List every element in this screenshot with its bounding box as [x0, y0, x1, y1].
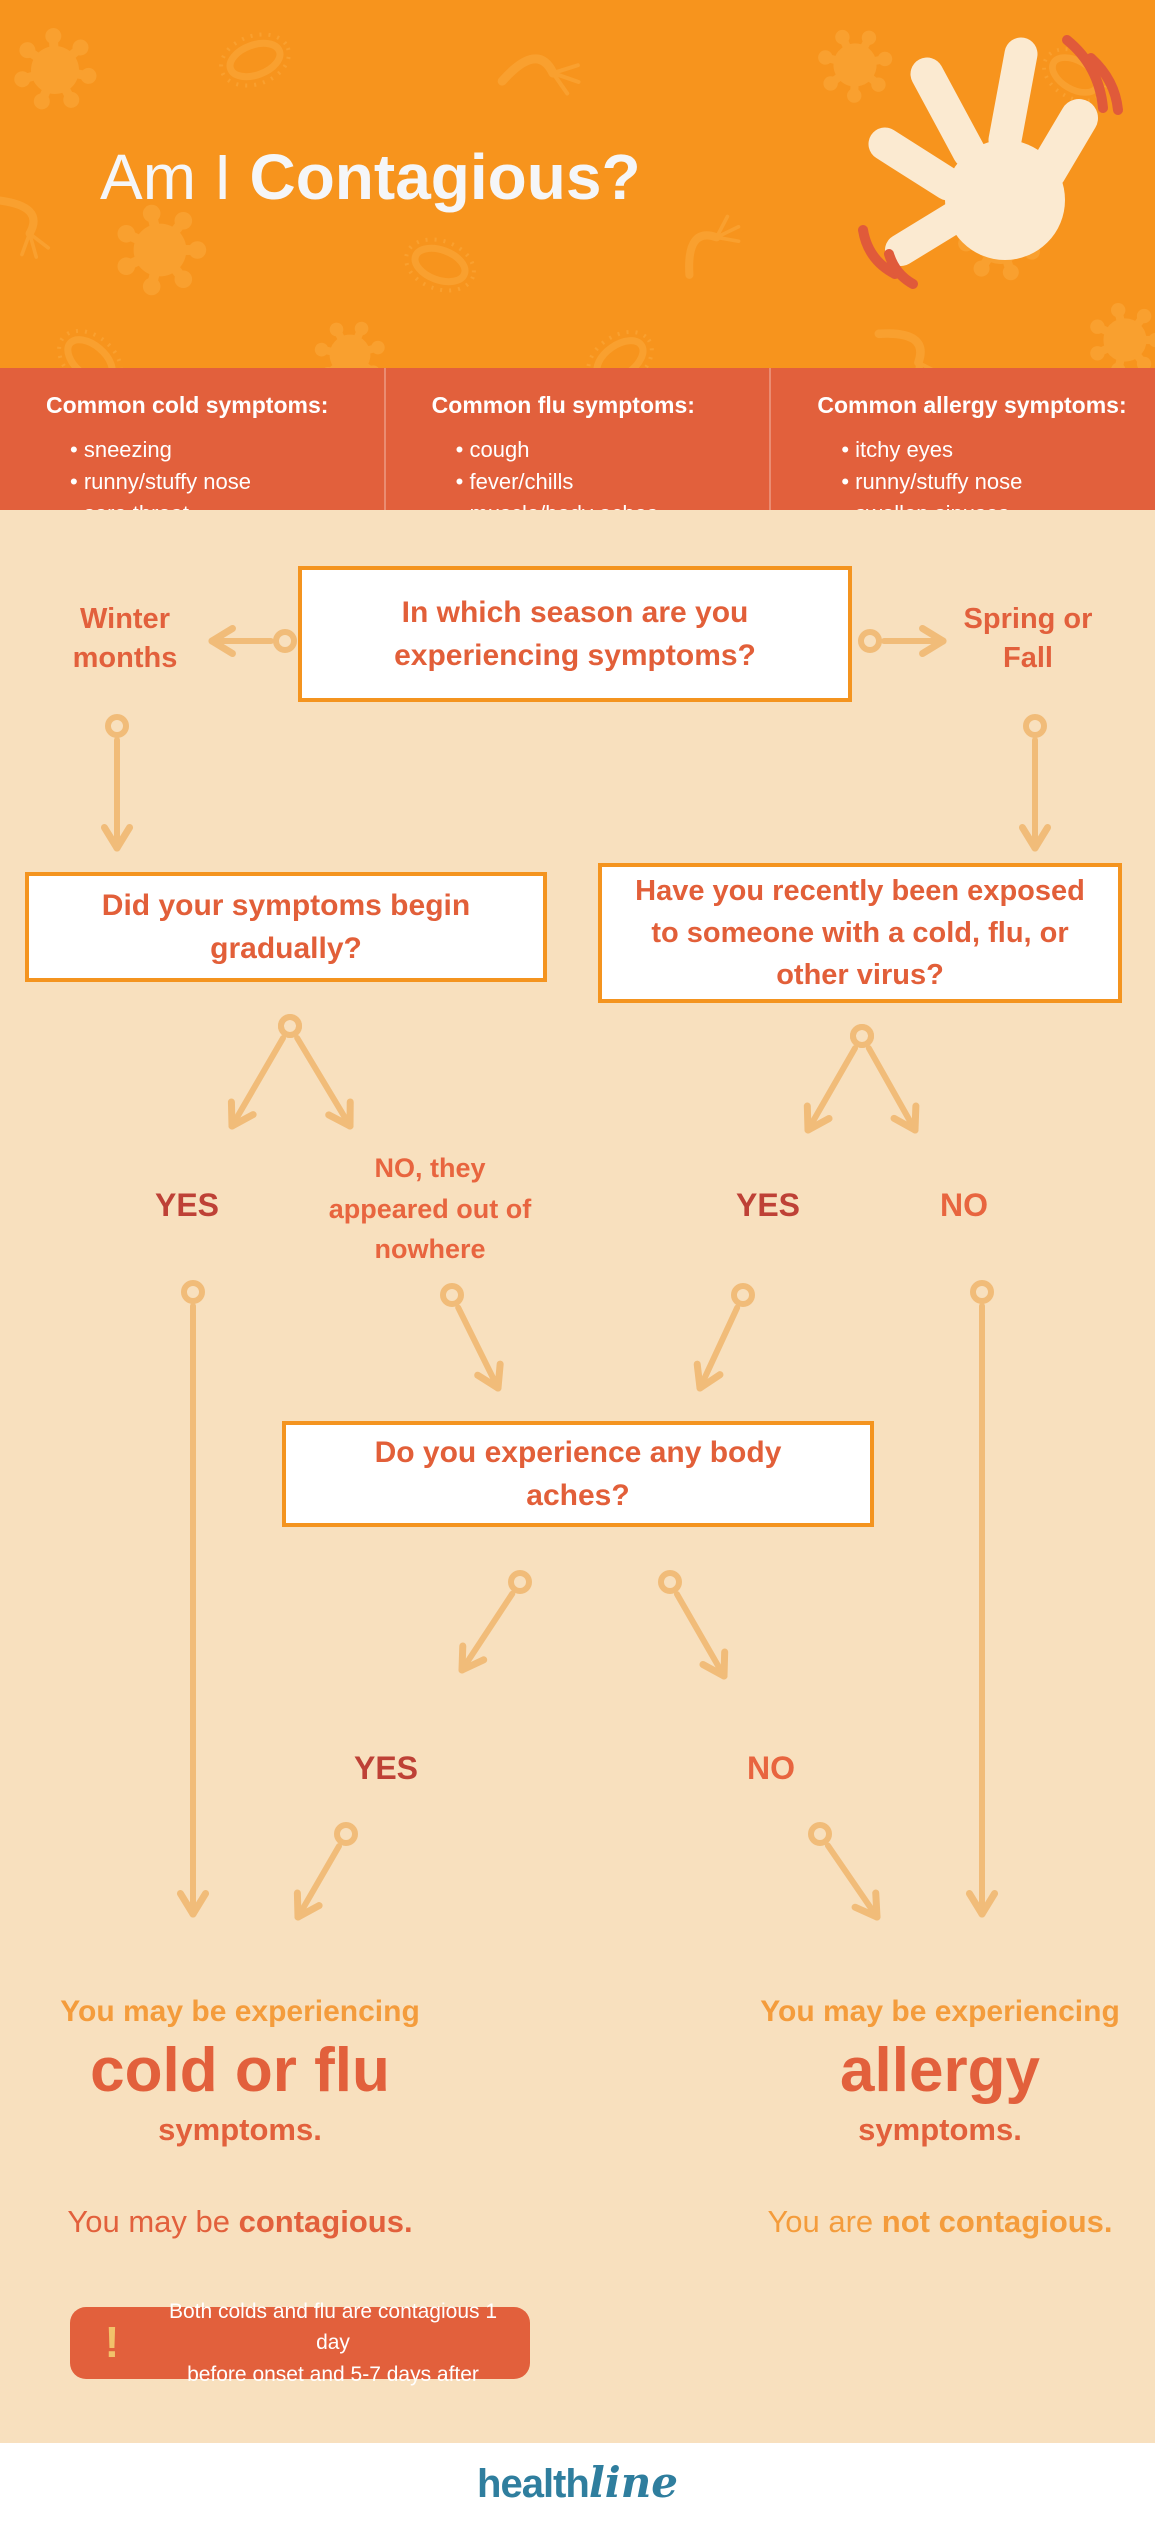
title-bold: Contagious? [249, 141, 641, 213]
waving-hand-icon [858, 35, 1123, 289]
label-yes-gradual: YES [154, 1187, 220, 1223]
question-box-gradual: Did your symptoms begin gradually? [25, 872, 547, 982]
list-item: runny/stuffy nose [841, 466, 1141, 498]
wave-motion-lines [858, 35, 1123, 289]
verdict-plain: You are [767, 2204, 882, 2239]
note-line-1: Both colds and flu are contagious 1 day [168, 2299, 498, 2355]
result-allergy: You may be experiencing allergy symptoms… [700, 1992, 1155, 2148]
healthline-logo: healthline [477, 2461, 678, 2506]
label-no-gradual: NO, they appeared out of nowhere [328, 1153, 532, 1264]
result-lead: You may be experiencing [760, 1995, 1120, 2028]
result-tail: symptoms. [158, 2112, 322, 2148]
logo-text-health: health [477, 2461, 590, 2506]
palm [945, 140, 1065, 260]
verdict-bold: not contagious. [881, 2204, 1113, 2239]
list-item: runny/stuffy nose [70, 466, 370, 498]
symptoms-bar: Common cold symptoms: sneezing runny/stu… [0, 368, 1155, 526]
label-no-aches: NO [747, 1750, 795, 1786]
label-winter-months: Winter months [72, 603, 178, 675]
symptom-column-allergy: Common allergy symptoms: itchy eyes runn… [771, 368, 1155, 526]
note-line-2: before onset and 5-7 days after [187, 2362, 479, 2386]
label-spring-fall: Spring or Fall [963, 603, 1093, 675]
label-yes-aches: YES [353, 1750, 419, 1786]
result-cold-flu: You may be experiencing cold or flu symp… [0, 1992, 480, 2148]
note-pill: ! Both colds and flu are contagious 1 da… [70, 2300, 530, 2386]
result-allergy-title: allergy [840, 2036, 1040, 2105]
label-no-exposed: NO [940, 1187, 988, 1223]
list-item: sneezing [70, 434, 370, 466]
list-item: itchy eyes [841, 434, 1141, 466]
question-box-body-aches: Do you experience any body aches? [282, 1421, 874, 1527]
result-cold-flu-title: cold or flu [90, 2036, 390, 2105]
verdict-bold: contagious. [238, 2204, 413, 2239]
verdict-plain: You may be [67, 2204, 239, 2239]
symptom-column-flu: Common flu symptoms: cough fever/chills … [386, 368, 772, 526]
verdict-contagious: You may be contagious. [0, 2202, 480, 2242]
note-text: Both colds and flu are contagious 1 day … [154, 2296, 530, 2391]
label-yes-exposed: YES [735, 1187, 801, 1223]
symptom-column-cold: Common cold symptoms: sneezing runny/stu… [0, 368, 386, 526]
result-tail: symptoms. [858, 2112, 1022, 2148]
question-box-season: In which season are you experiencing sym… [298, 566, 852, 702]
germ-pattern-background [0, 28, 1155, 368]
verdict-not-contagious: You are not contagious. [700, 2202, 1155, 2242]
cold-symptoms-title: Common cold symptoms: [46, 392, 329, 418]
exclamation-icon: ! [104, 2318, 120, 2367]
logo-text-line: line [588, 2457, 678, 2507]
allergy-symptoms-title: Common allergy symptoms: [817, 392, 1127, 418]
question-box-exposed: Have you recently been exposed to someon… [598, 863, 1122, 1003]
list-item: cough [456, 434, 756, 466]
result-lead: You may be experiencing [60, 1995, 420, 2028]
flu-symptoms-title: Common flu symptoms: [431, 392, 695, 418]
list-item: fever/chills [456, 466, 756, 498]
footer: healthline [0, 2443, 1155, 2522]
title-light: Am I [100, 141, 232, 213]
